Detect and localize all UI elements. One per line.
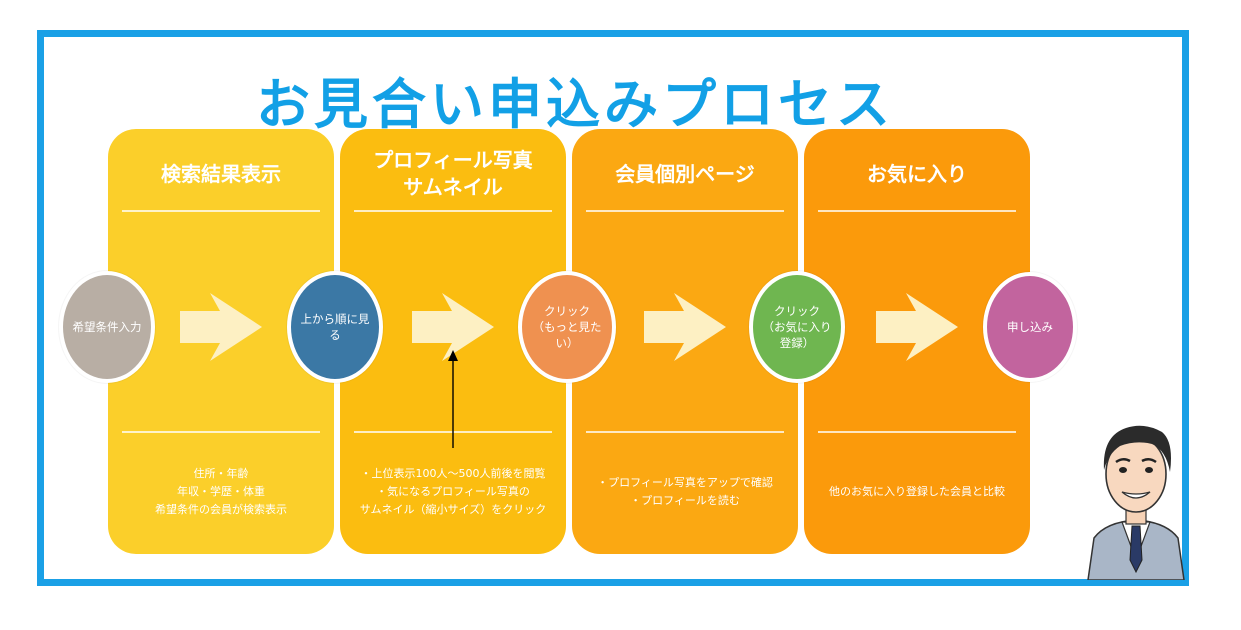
step-heading-line: お気に入り [867,162,967,186]
step-description-line: ・プロフィールを読む [630,494,740,507]
divider [122,431,320,433]
step-heading-line: 会員個別ページ [615,162,755,186]
process-node-label: 上から順に見る [297,311,373,343]
process-node-label-line: （お気に入り [762,320,832,334]
step-description-line: ・上位表示100人～500人前後を閲覧 [360,467,546,480]
step-heading: 会員個別ページ [572,161,798,188]
step-heading: 検索結果表示 [108,161,334,188]
diagram-title: お見合い申込みプロセス [256,73,894,136]
process-node-4: クリック （お気に入り登録） [749,271,845,383]
process-node-label: クリック （もっと見たい） [528,303,606,351]
process-node-label-line: 上から順に見る [300,312,370,342]
process-node-1: 希望条件入力 [59,271,155,383]
process-node-2: 上から順に見る [287,271,383,383]
step-description: ・プロフィール写真をアップで確認・プロフィールを読む [572,474,798,510]
divider [354,210,552,212]
pointer-arrow [448,350,458,448]
step-description: ・上位表示100人～500人前後を閲覧・気になるプロフィール写真のサムネイル（縮… [340,465,566,519]
process-node-label-line: 希望条件入力 [72,320,142,334]
step-description-line: ・気になるプロフィール写真の [376,485,530,498]
step-heading: プロフィール写真サムネイル [340,147,566,201]
divider [818,210,1016,212]
process-node-label-line: （もっと見たい） [532,320,602,350]
process-node-label-line: クリック [774,304,820,318]
presenter-avatar-icon [1087,425,1185,580]
divider [586,210,784,212]
divider [818,431,1016,433]
step-description-line: サムネイル（縮小サイズ）をクリック [359,503,547,516]
step-description-line: 住所・年齢 [193,467,249,480]
step-heading-line: サムネイル [403,175,503,199]
step-description-line: 希望条件の会員が検索表示 [155,503,287,516]
step-description: 他のお気に入り登録した会員と比較 [804,483,1030,501]
step-heading-line: プロフィール写真 [373,148,533,172]
step-description: 住所・年齢年収・学歴・体重希望条件の会員が検索表示 [108,465,334,519]
step-description-line: 他のお気に入り登録した会員と比較 [829,485,1005,498]
divider [586,431,784,433]
process-node-5: 申し込み [983,272,1077,382]
step-heading: お気に入り [804,161,1030,188]
process-node-3: クリック （もっと見たい） [518,271,616,383]
divider [122,210,320,212]
process-node-label-line: 登録） [779,336,815,350]
process-node-label: 申し込み [1007,319,1053,335]
process-node-label-line: 申し込み [1007,320,1053,334]
process-node-label-line: クリック [544,304,590,318]
step-heading-line: 検索結果表示 [161,162,281,186]
step-description-line: ・プロフィール写真をアップで確認 [597,476,773,489]
process-node-label: クリック （お気に入り登録） [763,303,832,351]
process-node-label: 希望条件入力 [73,319,142,335]
step-description-line: 年収・学歴・体重 [177,485,265,498]
